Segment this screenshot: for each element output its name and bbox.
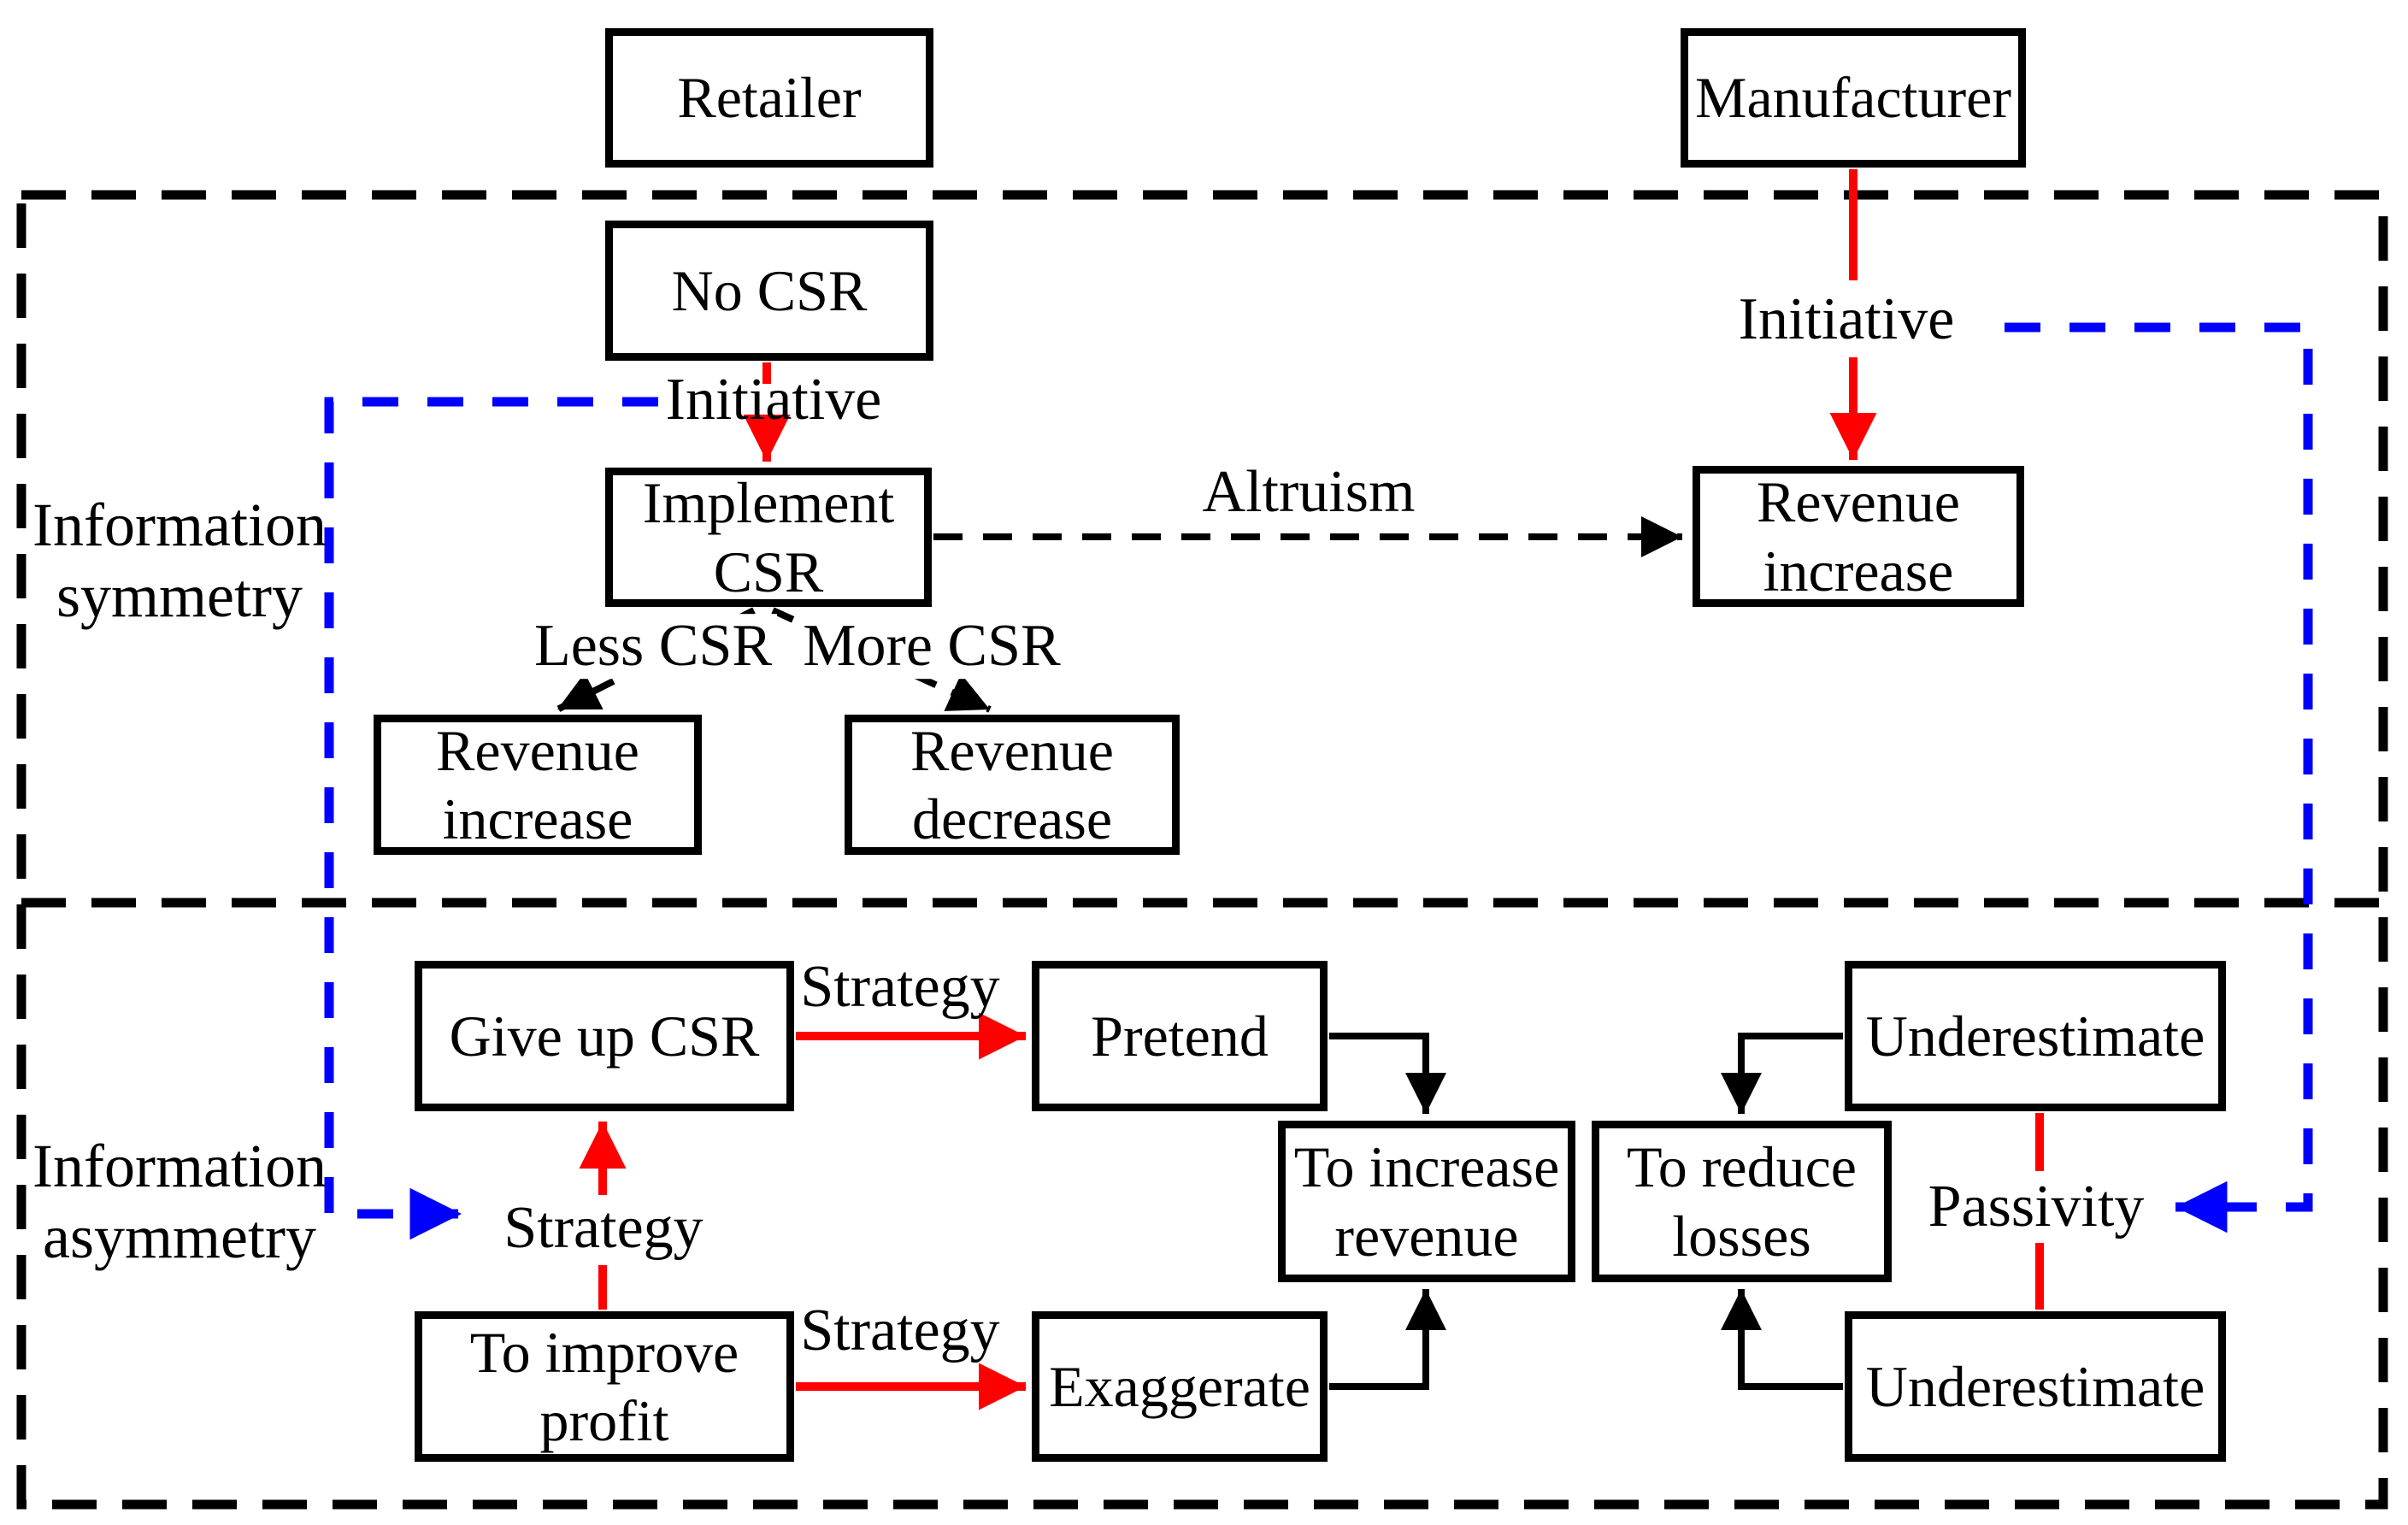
label-altruism: Altruism bbox=[1202, 459, 1416, 526]
arrow-exaggerate-to-increase bbox=[1329, 1289, 1446, 1390]
label-information-symmetry: Information symmetry bbox=[32, 491, 327, 630]
label-initiative-retailer: Initiative bbox=[665, 367, 882, 433]
arrow-underestimate-top-to-reduce bbox=[1721, 1033, 1843, 1114]
node-to-improve-profit: To improve profit bbox=[415, 1311, 794, 1462]
label-strategy-exaggerate: Strategy bbox=[800, 1298, 1000, 1364]
node-revenue-increase-manufacturer: Revenue increase bbox=[1693, 466, 2024, 607]
label-information-asymmetry: Information asymmetry bbox=[32, 1132, 327, 1271]
label-strategy-give-up: Strategy bbox=[503, 1195, 704, 1262]
label-less-csr: Less CSR bbox=[528, 614, 778, 679]
node-no-csr: No CSR bbox=[605, 221, 933, 361]
node-manufacturer: Manufacturer bbox=[1681, 28, 2026, 168]
node-implement-csr: Implement CSR bbox=[605, 468, 932, 607]
node-pretend: Pretend bbox=[1032, 961, 1328, 1111]
arrow-underestimate-bottom-to-reduce bbox=[1721, 1289, 1843, 1390]
node-to-increase-revenue: To increase revenue bbox=[1278, 1121, 1575, 1282]
node-underestimate-top: Underestimate bbox=[1845, 961, 2226, 1111]
label-passivity: Passivity bbox=[1928, 1174, 2145, 1240]
node-to-reduce-losses: To reduce losses bbox=[1592, 1121, 1892, 1282]
arrow-pretend-to-increase bbox=[1329, 1033, 1446, 1114]
label-strategy-pretend: Strategy bbox=[800, 954, 1000, 1021]
node-exaggerate: Exaggerate bbox=[1032, 1311, 1328, 1462]
label-more-csr: More CSR bbox=[798, 614, 1066, 679]
node-revenue-decrease: Revenue decrease bbox=[845, 715, 1180, 855]
node-underestimate-bottom: Underestimate bbox=[1845, 1311, 2226, 1462]
label-initiative-manufacturer: Initiative bbox=[1738, 286, 1955, 353]
node-retailer: Retailer bbox=[605, 28, 933, 168]
node-give-up-csr: Give up CSR bbox=[415, 961, 794, 1111]
node-revenue-increase-retailer: Revenue increase bbox=[374, 715, 702, 855]
